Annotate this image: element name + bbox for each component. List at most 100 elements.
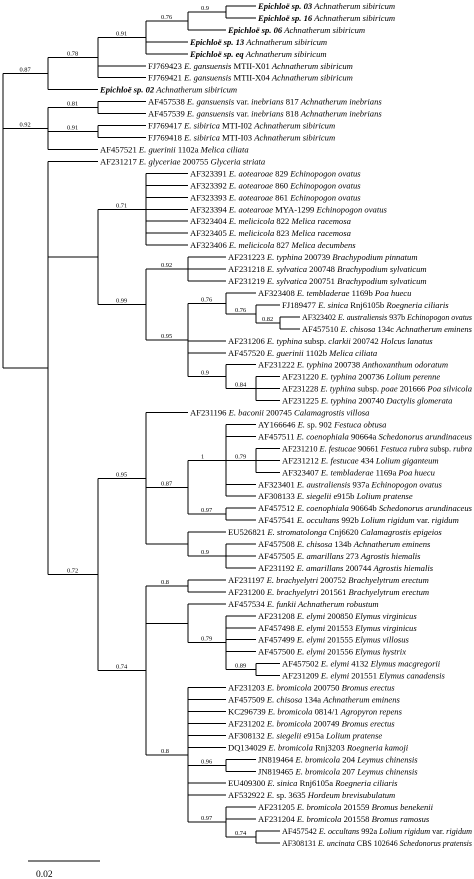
support-value: 1 <box>201 453 204 460</box>
tip-label-part: 200751 <box>307 276 337 286</box>
tip-label-part: AF231203 <box>228 683 267 693</box>
tip-label: JN819464 E. bromicola 204 Leymus chinens… <box>258 754 418 764</box>
tip-label: AF231219 E. sylvatica 200751 Brachypodiu… <box>228 276 427 286</box>
tip-label-part: E. glyceriae <box>138 156 181 166</box>
tip-label-part: E. baconii <box>228 408 265 418</box>
tip-label-part: E. melicicola <box>228 228 274 238</box>
tip-label-part: E. bromicola <box>267 742 313 752</box>
support-value: 0.9 <box>201 549 209 556</box>
tip-label-part: EU409300 <box>228 778 267 788</box>
tip-label-part: E. australiensis <box>296 479 351 489</box>
tip-label-part: AF231217 <box>100 156 139 166</box>
tip-label-part: Glyceria striata <box>211 156 266 166</box>
support-value: 0.97 <box>201 507 213 514</box>
tip-label-part: Epichloë sp. 16 <box>257 13 313 23</box>
tip-label-part: AF457500 <box>258 647 297 657</box>
tip-label-part: 273 <box>344 551 361 561</box>
tip-label-part: E. typhina <box>320 396 356 406</box>
tip-label: AF457508 E. chisosa 134b Achnatherum emi… <box>258 539 431 549</box>
tip-label-part: AF323401 <box>258 479 297 489</box>
support-value: 0.87 <box>20 67 32 74</box>
tip-label-part: Hordeum brevisubulatum <box>307 790 395 800</box>
tip-label-part: AF231209 <box>282 671 321 681</box>
tip-label-part: AF231222 <box>258 360 297 370</box>
tip-label-part: Elymus virginicus <box>354 623 417 633</box>
tip-label: AF323408 E. tembladerae 1169b Poa huecu <box>258 288 411 298</box>
tip-label: AF323392 E. aotearoae 860 Echinopogon ov… <box>190 180 361 190</box>
support-value: 0.76 <box>235 307 246 314</box>
tip-label-part: MTII-X04 <box>231 73 272 83</box>
tip-label-part: Schedonorus arundinaceus <box>378 431 472 441</box>
tip-label-part: FJ769417 <box>148 121 184 131</box>
tip-label-part: 200755 <box>180 156 210 166</box>
tip-label-part: Echinopogon ovatus <box>289 180 361 190</box>
tip-label-part: 201666 <box>398 384 428 394</box>
tip-label-part: E. gansuensis <box>186 97 235 107</box>
tip-label-part: 200752 <box>318 575 348 585</box>
tip-label-part: Roegneria ciliaris <box>334 778 398 788</box>
tip-label-part: Agrostis hiemalis <box>360 551 421 561</box>
tip-label-part: Echinopogon ovatus <box>406 312 472 322</box>
tip-label: KC296739 E. bromicola 0814/1 Agropyron r… <box>228 706 403 716</box>
tip-label-part: E. aotearoae <box>228 192 273 202</box>
tip-label-part: 200850 <box>325 611 355 621</box>
tip-label-part: AF323392 <box>190 180 229 190</box>
support-value: 0.91 <box>116 30 127 37</box>
tip-label: AF308133 E. siegelii e915b Lolium praten… <box>258 491 413 501</box>
tip-label-part: E. funkii <box>266 599 297 609</box>
tip-label: AF457510 E. chisosa 134c Achnatherum emi… <box>302 324 473 334</box>
tip-label-part: AF231223 <box>228 252 267 262</box>
tip-label: AF231205 E. bromicola 201559 Bromus bene… <box>258 802 434 812</box>
tip-label: AF457521 E. guerinii 1102a Melica ciliat… <box>100 144 249 154</box>
tip-label-part: MTII-X01 <box>231 61 272 71</box>
tip-label-part: E. siegelii <box>296 491 332 501</box>
tip-label-part: DQ134029 <box>228 742 268 752</box>
tip-label-part: Schedonorus arundinaceus <box>379 503 473 513</box>
tip-label-part: 200738 <box>332 360 362 370</box>
tip-label-part: Lolium pratense <box>325 730 382 740</box>
tip-label-part: AF231225 <box>282 396 321 406</box>
tree-branches <box>2 5 300 844</box>
tip-label-part: E. typhina <box>320 372 356 382</box>
tip-label-part: 201551 <box>349 671 379 681</box>
tip-label-part: AF323406 <box>190 240 229 250</box>
tip-label: AF231209 E. elymi 201551 Elymus canadens… <box>282 671 445 681</box>
tip-label-part: AF231220 <box>282 372 321 382</box>
tip-label-part: MYA-1299 <box>273 204 316 214</box>
tip-label: JN819465 E. bromicola 207 Leymus chinens… <box>258 766 418 776</box>
support-value: 0.76 <box>161 14 172 21</box>
tip-label-part: 201559 <box>341 802 371 812</box>
tip-label: AF457539 E. gansuensis var. inebrians 81… <box>148 109 382 119</box>
tip-label-part: Echinopogon ovatus <box>370 479 442 489</box>
tip-label-part: AF323408 <box>258 288 297 298</box>
tip-label-part: var. <box>234 109 251 119</box>
tip-label-part: 200745 <box>264 408 294 418</box>
tip-label-part: AF532922 <box>228 790 267 800</box>
tip-label-part: Dactylis glomerata <box>385 396 452 406</box>
tip-label: AF308132 E. siegelii e915a Lolium praten… <box>228 730 382 740</box>
tip-label: AF457520 E. guerinii 1102b Melica ciliat… <box>228 348 377 358</box>
tip-label-part: 992a <box>359 826 379 836</box>
tip-label-part: E. stromatolonga <box>266 527 326 537</box>
tip-label-part: E. elymi <box>320 659 350 669</box>
tip-label-part: 201561 <box>318 587 348 597</box>
tip-label-part: AF457542 <box>282 826 319 836</box>
tip-label-part: Elymus villosus <box>354 635 409 645</box>
tip-label-part: Festuca rubra <box>380 443 428 453</box>
tip-label-part: MTI-I02 <box>220 121 254 131</box>
tip-label-part: E. sibirica <box>183 121 220 131</box>
tip-label-part: Roegneria kamoji <box>346 742 409 752</box>
tip-label-part: Calamagrostis villosa <box>294 408 369 418</box>
tip-label-part: E. gansuensis <box>186 109 235 119</box>
tip-label: Epichloë sp. eq Achnatherum sibiricum <box>189 49 327 59</box>
tip-label-part: 201556 <box>325 647 355 657</box>
tip-label-part: Bromus erectus <box>342 718 396 728</box>
support-value: 0.8 <box>161 748 169 755</box>
tip-label: AF323407 E. tembladerae 1169a Poa huecu <box>282 467 435 477</box>
tip-label-part: e915b <box>331 491 356 501</box>
tip-label-part: rubra <box>453 443 472 453</box>
tip-label-part: 1102b <box>304 348 329 358</box>
tip-label-part: var. <box>415 515 432 525</box>
support-value: 0.95 <box>161 333 172 340</box>
tip-label-part: E. elymi <box>296 623 326 633</box>
